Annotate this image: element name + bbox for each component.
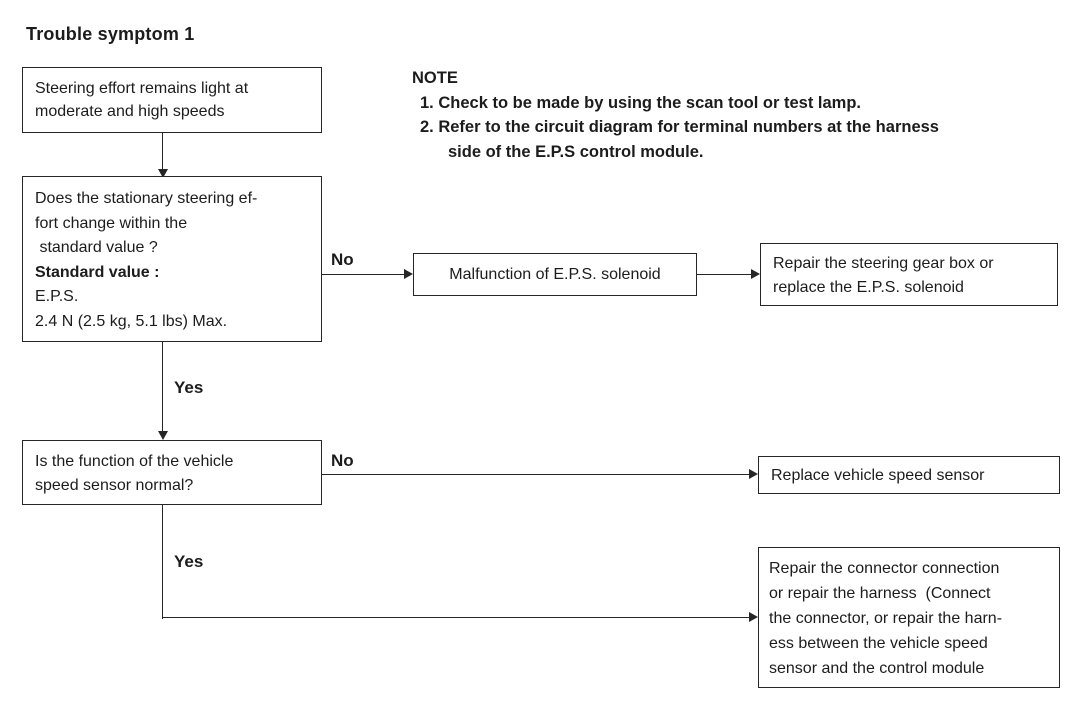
note-title: NOTE (412, 69, 458, 87)
arrowhead-down-icon (158, 169, 168, 178)
arrowhead-right-icon (749, 612, 758, 622)
decision1-question-line: fort change within the (35, 214, 188, 232)
flow-box-symptom: Steering effort remains light at moderat… (22, 67, 322, 133)
arrowhead-right-icon (751, 269, 760, 279)
flow-box-repair-gearbox: Repair the steering gear box or replace … (760, 243, 1058, 306)
note-line-2: 2. Refer to the circuit diagram for term… (420, 118, 939, 137)
repair-connector-line: or repair the harness (Connect (769, 585, 991, 602)
flow-box-symptom-line: Steering effort remains light at (35, 80, 249, 97)
flow-box-replace-sensor: Replace vehicle speed sensor (758, 456, 1060, 494)
edge-label-no-2: No (331, 451, 354, 470)
flow-box-repair-connector: Repair the connector connection or repai… (758, 547, 1060, 688)
decision1-standard-value-line: 2.4 N (2.5 kg, 5.1 lbs) Max. (35, 312, 228, 330)
repair-connector-line: ess between the vehicle speed (769, 635, 988, 652)
repair-gearbox-line: replace the E.P.S. solenoid (773, 279, 964, 296)
flow-box-decision-speed-sensor: Is the function of the vehicle speed sen… (22, 440, 322, 505)
decision2-line: speed sensor normal? (35, 477, 194, 494)
decision1-standard-value-label: Standard value : (35, 263, 160, 281)
arrowhead-right-icon (404, 269, 413, 279)
repair-connector-line: Repair the connector connection (769, 560, 1000, 577)
connector-symptom-to-decision1 (162, 133, 163, 170)
connector-decision1-yes (162, 342, 163, 432)
note-line-1: 1. Check to be made by using the scan to… (420, 93, 862, 112)
repair-gearbox-line: Repair the steering gear box or (773, 255, 994, 272)
edge-label-yes-2: Yes (174, 552, 204, 571)
decision1-question-line: standard value ? (35, 239, 158, 256)
replace-sensor-text: Replace vehicle speed sensor (771, 466, 985, 484)
connector-malfunction-to-repair (697, 274, 751, 275)
note-line-2-continuation: side of the E.P.S control module. (448, 143, 704, 162)
decision1-question-line: Does the stationary steering ef- (35, 190, 258, 207)
edge-label-no-1: No (331, 250, 354, 269)
flow-box-malfunction-solenoid: Malfunction of E.P.S. solenoid (413, 253, 697, 296)
edge-label-yes-1: Yes (174, 378, 204, 397)
decision1-standard-value-line: E.P.S. (35, 288, 79, 305)
note-block: NOTE 1. Check to be made by using the sc… (408, 66, 939, 165)
arrowhead-down-icon (158, 431, 168, 440)
page-title: Trouble symptom 1 (26, 24, 195, 44)
connector-decision2-no (322, 474, 750, 475)
arrowhead-right-icon (749, 469, 758, 479)
connector-decision2-yes-vertical (162, 505, 163, 619)
flow-box-symptom-line: moderate and high speeds (35, 103, 225, 120)
decision2-line: Is the function of the vehicle (35, 453, 234, 470)
flow-box-decision-stationary-effort: Does the stationary steering ef- fort ch… (22, 176, 322, 342)
connector-decision1-no (322, 274, 406, 275)
malfunction-text: Malfunction of E.P.S. solenoid (449, 266, 661, 283)
connector-decision2-yes-horizontal (162, 617, 750, 618)
repair-connector-line: sensor and the control module (769, 660, 985, 677)
repair-connector-line: the connector, or repair the harn- (769, 610, 1003, 627)
